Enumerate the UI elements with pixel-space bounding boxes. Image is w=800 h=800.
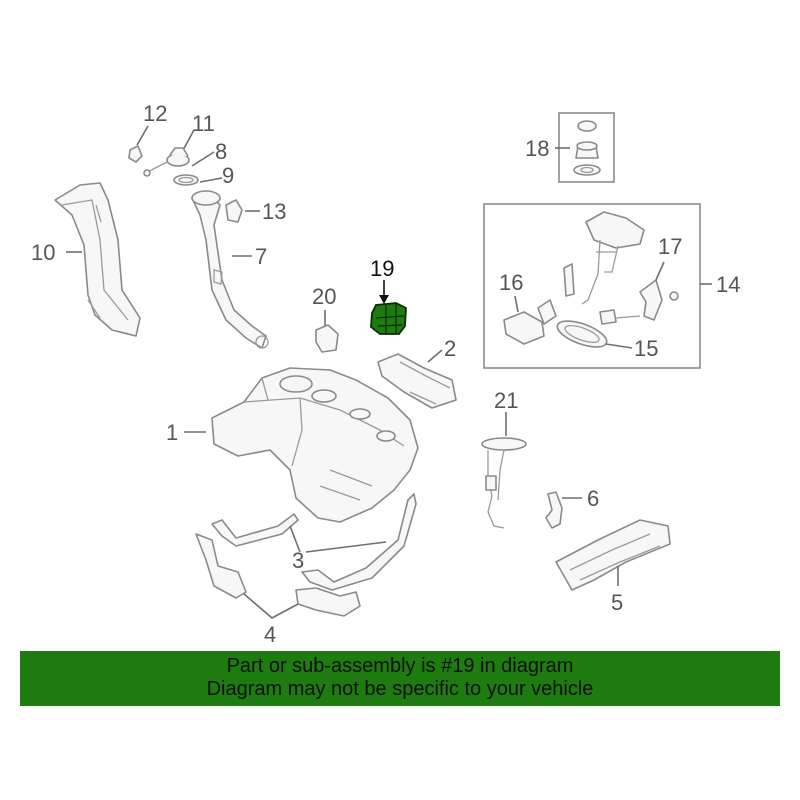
info-banner: Part or sub-assembly is #19 in diagram D… <box>20 651 780 706</box>
leader-16 <box>514 295 519 313</box>
banner-line-2: Diagram may not be specific to your vehi… <box>206 678 594 700</box>
part-14-box <box>483 203 701 369</box>
part-17-sender-bracket[interactable] <box>599 279 679 325</box>
leader-4 <box>243 593 299 619</box>
callout-7[interactable]: 7 <box>255 244 267 269</box>
callout-16[interactable]: 16 <box>499 270 523 295</box>
part-3-tank-straps[interactable] <box>211 493 417 591</box>
callout-21[interactable]: 21 <box>494 388 518 413</box>
leader-2 <box>427 349 443 363</box>
callout-17[interactable]: 17 <box>658 234 682 259</box>
callout-13[interactable]: 13 <box>262 199 286 224</box>
part-2-tank-shield[interactable] <box>377 353 457 409</box>
part-1-fuel-tank[interactable] <box>211 367 419 523</box>
leader-12 <box>136 125 149 146</box>
part-12-cap-clip[interactable] <box>128 145 143 163</box>
part-4-brackets[interactable] <box>195 533 361 617</box>
leader-3 <box>289 525 387 553</box>
part-10-filler-shield[interactable] <box>54 182 141 337</box>
callout-19[interactable]: 19 <box>370 256 394 281</box>
part-7-filler-pipe[interactable] <box>191 190 269 349</box>
callout-2[interactable]: 2 <box>444 336 456 361</box>
callout-11[interactable]: 11 <box>192 111 215 136</box>
part-14-pump-module[interactable] <box>563 211 645 305</box>
part-15-seal[interactable] <box>554 316 610 353</box>
callout-8[interactable]: 8 <box>215 139 227 164</box>
part-16-filter[interactable] <box>503 299 557 345</box>
callout-14[interactable]: 14 <box>716 272 740 297</box>
callout-6[interactable]: 6 <box>587 486 599 511</box>
callout-15[interactable]: 15 <box>634 336 658 361</box>
callout-10[interactable]: 10 <box>31 240 55 265</box>
callout-1[interactable]: 1 <box>166 420 178 445</box>
part-8-fuel-cap[interactable] <box>166 147 190 167</box>
callout-9[interactable]: 9 <box>222 163 234 188</box>
callout-5[interactable]: 5 <box>611 590 623 615</box>
callout-12[interactable]: 12 <box>143 101 167 126</box>
callout-18[interactable]: 18 <box>525 136 549 161</box>
part-13-clip[interactable] <box>225 199 243 223</box>
banner-line-1: Part or sub-assembly is #19 in diagram <box>226 655 574 677</box>
callout-3[interactable]: 3 <box>292 548 304 573</box>
callout-4[interactable]: 4 <box>264 622 276 647</box>
part-21-level-sender[interactable] <box>481 437 527 529</box>
callout-20[interactable]: 20 <box>312 284 336 309</box>
leader-8 <box>191 151 215 167</box>
part-18-pump-cover[interactable] <box>573 120 601 176</box>
part-20-bracket[interactable] <box>315 324 339 353</box>
part-5-heat-shield[interactable] <box>555 519 671 591</box>
leader-17 <box>655 261 665 281</box>
part-9-gasket[interactable] <box>173 174 199 186</box>
leader-9 <box>199 177 223 183</box>
part-19-highlighted[interactable] <box>370 302 407 335</box>
part-6-bracket[interactable] <box>545 491 563 529</box>
leader-15 <box>605 343 633 349</box>
arrow-19 <box>379 295 389 304</box>
